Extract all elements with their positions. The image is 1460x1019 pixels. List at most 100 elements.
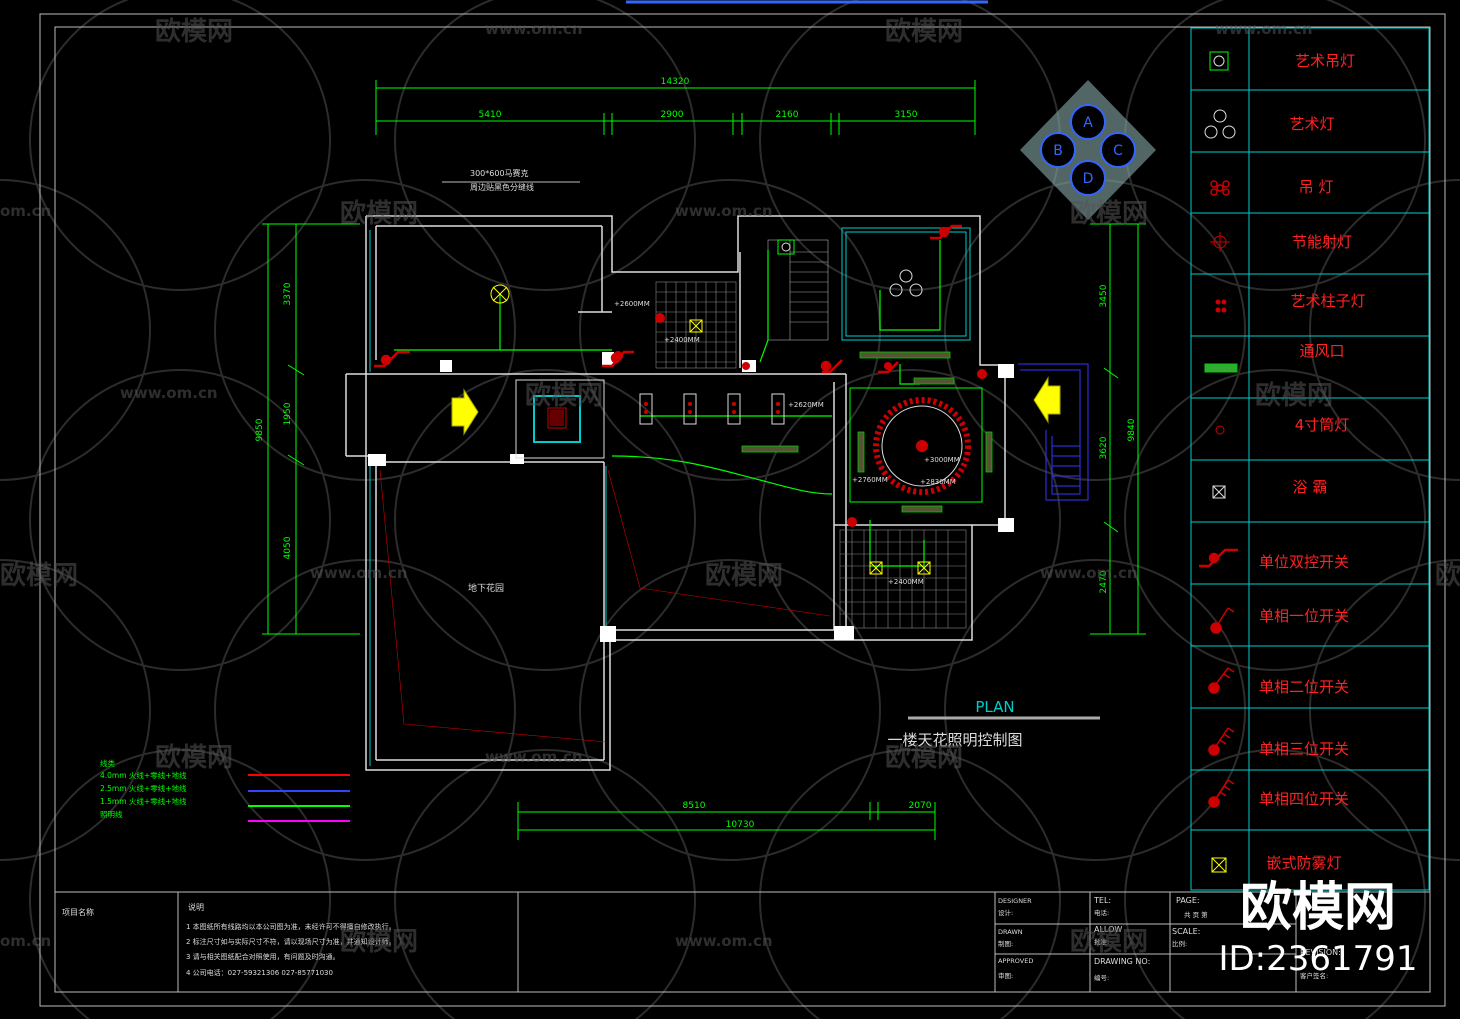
vent-bars: [741, 351, 993, 513]
watermarks: 欧模网 欧模网 欧模网 欧模网 欧模网 欧模网 欧模网 欧模网 欧模网 欧模网 …: [0, 16, 1460, 957]
watermark-url: www.om.cn: [1215, 20, 1313, 38]
legend-label-6: 通风口: [1299, 342, 1344, 360]
column-lamps: [639, 393, 785, 425]
dim-left-seg-1: 3370: [283, 282, 293, 305]
watermark-id: ID:2361791: [1218, 939, 1417, 979]
page-label: PAGE:: [1176, 896, 1200, 905]
dim-top-seg-3: 2160: [776, 110, 799, 120]
fog-lamp-icon: [1211, 857, 1227, 873]
tel-cn: 电话:: [1094, 908, 1109, 917]
spotlight-icon: [1210, 232, 1230, 252]
tile-grid-bath: [839, 529, 967, 629]
pendant-lamp-icon: [1210, 180, 1230, 196]
wiring-green: [394, 240, 941, 567]
wire-row-2: 2.5mm 火线+零线+地线: [100, 783, 187, 793]
bath-heater-icon: [1212, 485, 1226, 499]
dimension-labels: 14320 5410 2900 2160 3150 9850 3370 1950…: [255, 77, 1137, 830]
legend-label-4: 节能射灯: [1292, 233, 1352, 251]
legend-label-5: 艺术柱子灯: [1290, 292, 1365, 310]
art-lamp-icon: [1204, 109, 1236, 139]
watermark-logo-text: 欧模网: [1240, 878, 1396, 938]
legend-label-3: 吊 灯: [1299, 178, 1334, 196]
dim-bottom-seg-2: 2070: [909, 801, 932, 811]
approved-cn: 审图:: [998, 971, 1013, 980]
scale-label: SCALE:: [1172, 927, 1200, 936]
legend-label-13: 单相四位开关: [1259, 790, 1349, 808]
allow-label: ALLOW: [1094, 925, 1122, 934]
stairs-outer: [1018, 363, 1089, 501]
compass-d: D: [1083, 171, 1094, 187]
height-annotations: +2600MM +2400MM +2620MM +3000MM +2760MM …: [614, 300, 960, 586]
watermark-url: www.om.cn: [485, 20, 583, 38]
drawn-cn: 制图:: [998, 939, 1013, 948]
entrance-feature: [515, 379, 605, 459]
legend-label-10: 单相一位开关: [1259, 607, 1349, 625]
drawing-no-cn: 编号:: [1094, 973, 1109, 982]
notes-title: 说明: [188, 902, 204, 912]
revision-label: REVISION:: [1300, 948, 1341, 957]
wire-legend: 线类 4.0mm 火线+零线+地线 2.5mm 火线+零线+地线 1.5mm 火…: [100, 758, 350, 822]
stairs-inner: [767, 239, 829, 341]
fixture-stair-lamp: [777, 239, 795, 255]
drawing-no-label: DRAWING NO:: [1094, 957, 1150, 966]
client-label: 客户签名:: [1300, 971, 1328, 980]
note-3: 3 请与相关图纸配合对照使用，有问题及时沟通。: [186, 952, 340, 961]
legend-label-11: 单相二位开关: [1259, 678, 1349, 696]
title-block: [55, 891, 1430, 992]
watermark-url: om.cn: [0, 202, 51, 220]
title-block-text: 项目名称 说明 1 本图纸所有线路均以本公司图为准，未经许可不得擅自修改执行。 …: [62, 896, 1341, 982]
dim-left-total: 9850: [255, 418, 265, 441]
height-6: +2830MM: [920, 478, 956, 486]
note-1: 1 本图纸所有线路均以本公司图为准，未经许可不得擅自修改执行。: [186, 922, 396, 931]
watermark-url: www.om.cn: [1040, 564, 1138, 582]
height-7: +2400MM: [888, 578, 924, 586]
watermark-brand: 欧模网: [1070, 198, 1148, 229]
note-line-1: 300*600马赛克: [470, 168, 529, 178]
dim-bottom-total: 10730: [726, 820, 755, 830]
watermark-brand: 欧模网: [885, 742, 963, 773]
downlight-icon: [1215, 425, 1225, 435]
height-3: +2620MM: [788, 401, 824, 409]
designer-label: DESIGNER: [998, 897, 1032, 905]
dimension-lines: [262, 80, 1146, 840]
art-chandelier-fixture: [490, 284, 510, 304]
column-lamp-dots: [644, 402, 780, 414]
dim-top-seg-4: 3150: [895, 110, 918, 120]
art-lamp-fixture: [889, 269, 923, 297]
plan-title-group: PLAN 一楼天花照明控制图: [887, 698, 1100, 749]
designer-cn: 设计:: [998, 908, 1013, 917]
top-note: 300*600马赛克 周边贴黑色分缝线: [442, 168, 580, 192]
watermark-brand: 欧模网: [340, 926, 418, 957]
dim-right-seg-2: 3620: [1099, 436, 1109, 459]
watermark-brand: 欧模网: [155, 742, 233, 773]
watermark-brand: 欧模网: [885, 16, 963, 47]
note-line-2: 周边贴黑色分缝线: [470, 182, 534, 192]
sheet-border: [39, 0, 1446, 1007]
legend-label-14: 嵌式防雾灯: [1266, 854, 1341, 872]
watermark-url: www.om.cn: [485, 748, 583, 766]
plan-title-cn: 一楼天花照明控制图: [887, 731, 1022, 749]
legend-labels: 艺术吊灯 艺术灯 吊 灯 节能射灯 艺术柱子灯 通风口 4寸筒灯 浴 霸 单位双…: [1259, 52, 1366, 872]
watermark-url: www.om.cn: [120, 384, 218, 402]
watermark-brand: 欧模网: [155, 16, 233, 47]
drawn-label: DRAWN: [998, 928, 1023, 936]
tel-label: TEL:: [1093, 896, 1111, 905]
watermark-url: om.cn: [0, 932, 51, 950]
approved-label: APPROVED: [998, 957, 1033, 965]
wire-row-3: 1.5mm 火线+零线+地线: [100, 796, 187, 806]
watermark-url: www.om.cn: [675, 932, 773, 950]
dim-top-seg-1: 5410: [479, 110, 502, 120]
inner-linework: [369, 227, 971, 766]
switch-3-icon: [1208, 727, 1235, 756]
legend-label-12: 单相三位开关: [1259, 740, 1349, 758]
dim-left-seg-3: 4050: [283, 536, 293, 559]
watermark-brand: 欧模网: [1070, 926, 1148, 957]
note-4: 4 公司电话：027-59321306 027-85771030: [186, 968, 333, 977]
height-5: +2760MM: [852, 476, 888, 484]
compass-a: A: [1083, 115, 1093, 131]
allow-cn: 批准:: [1094, 937, 1109, 946]
compass-c: C: [1113, 143, 1123, 159]
legend-label-7: 4寸筒灯: [1295, 416, 1350, 434]
project-name-label: 项目名称: [62, 907, 94, 917]
